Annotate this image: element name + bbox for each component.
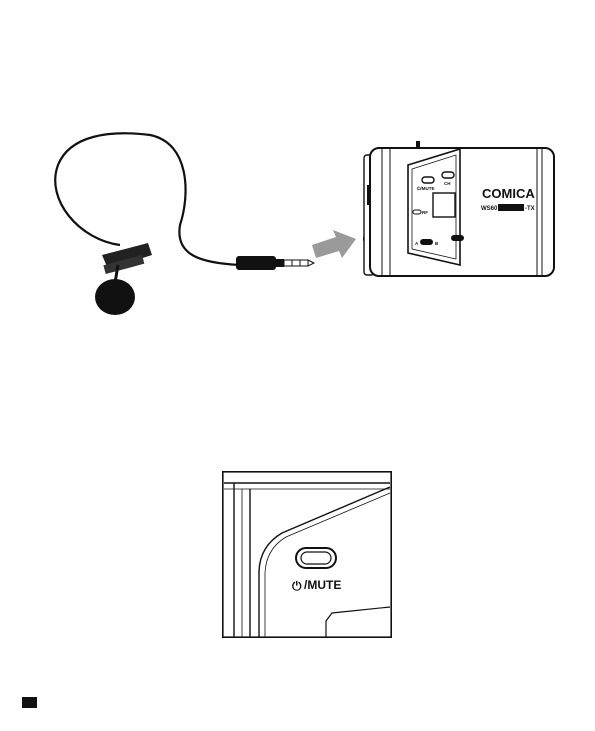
mute-label: /MUTE (304, 578, 341, 592)
brand-logo: COMICA (482, 186, 535, 201)
mic-windscreen (95, 265, 135, 315)
page-marker (22, 697, 37, 708)
power-mute-closeup: ⏻ /MUTE (222, 471, 392, 638)
label-power-mute: ⏻/MUTE (417, 186, 435, 191)
power-mute-button (296, 548, 336, 568)
mic-connection-illustration: ⏻/MUTE CH RF A B COMICA WS60 -TX (40, 115, 570, 330)
insert-arrow (312, 230, 356, 258)
audio-plug (236, 256, 314, 270)
label-ch: CH (444, 181, 451, 186)
tie-clip (102, 243, 152, 274)
model-prefix: WS60 (481, 206, 498, 212)
transmitter-device: ⏻/MUTE CH RF A B COMICA WS60 -TX (364, 141, 554, 276)
power-icon: ⏻ (292, 579, 302, 593)
model-suffix: -TX (525, 206, 535, 212)
label-rf: RF (422, 210, 428, 215)
